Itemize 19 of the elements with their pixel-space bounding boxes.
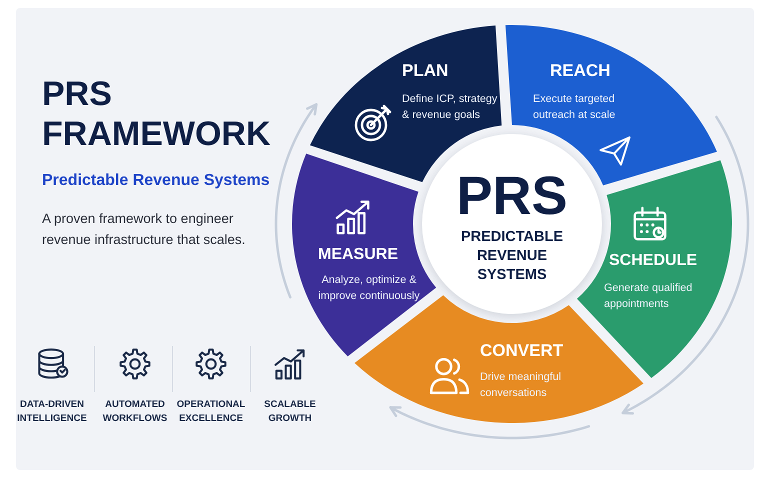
stage-title: REACH xyxy=(550,61,610,81)
stage-description: Drive meaningful conversations xyxy=(480,370,562,401)
stage-description: Define ICP, strategy & revenue goals xyxy=(402,92,498,123)
stage-title: CONVERT xyxy=(480,341,564,361)
stage-description: Analyze, optimize & improve continuously xyxy=(317,273,421,304)
stage-title: SCHEDULE xyxy=(609,252,698,270)
description: A proven framework to engineer revenue infrastructure that scales. xyxy=(42,210,246,249)
feature-label: OPERATIONAL EXCELLENCE xyxy=(176,398,246,426)
feature-label: SCALABLE GROWTH xyxy=(263,398,317,426)
center-subtitle: PREDICTABLE REVENUE SYSTEMS xyxy=(460,228,564,285)
stage-description: Execute targeted outreach at scale xyxy=(533,92,616,123)
feature-label: DATA-DRIVEN INTELLIGENCE xyxy=(16,398,88,426)
subtitle: Predictable Revenue Systems xyxy=(42,172,271,190)
stage-description: Generate qualified appointments xyxy=(604,281,694,312)
stage-title: MEASURE xyxy=(318,246,398,264)
center-heading: PRS xyxy=(455,168,569,224)
stage-title: PLAN xyxy=(402,61,448,81)
title: PRS FRAMEWORK xyxy=(42,74,272,154)
feature-label: AUTOMATED WORKFLOWS xyxy=(102,398,168,426)
